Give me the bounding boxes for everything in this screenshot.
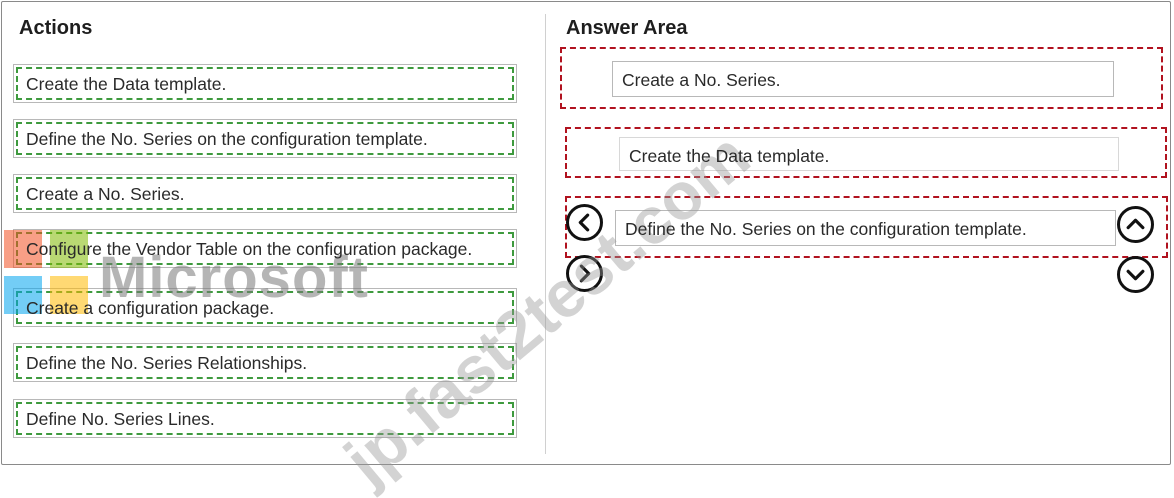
chevron-left-icon — [578, 213, 590, 232]
action-item-label: Define the No. Series on the configurati… — [26, 129, 428, 149]
answer-item-label: Create the Data template. — [629, 146, 830, 166]
answer-item[interactable]: Define the No. Series on the configurati… — [615, 210, 1116, 246]
answer-slot[interactable]: Create the Data template. — [565, 127, 1167, 178]
action-item-label: Create the Data template. — [26, 74, 227, 94]
answer-slot[interactable]: Define the No. Series on the configurati… — [565, 196, 1168, 258]
action-item-label: Define No. Series Lines. — [26, 409, 215, 429]
answer-item[interactable]: Create a No. Series. — [612, 61, 1114, 97]
chevron-down-icon — [1126, 269, 1145, 281]
move-left-button[interactable] — [566, 204, 603, 241]
action-item[interactable]: Create a configuration package. — [13, 288, 517, 327]
action-item[interactable]: Create the Data template. — [13, 64, 517, 103]
answer-item-label: Define the No. Series on the configurati… — [625, 219, 1027, 239]
action-item-label: Create a configuration package. — [26, 298, 275, 318]
move-up-button[interactable] — [1117, 206, 1154, 243]
action-item-label: Define the No. Series Relationships. — [26, 353, 308, 373]
move-right-button[interactable] — [566, 255, 603, 292]
action-item-label: Configure the Vendor Table on the config… — [26, 239, 473, 259]
chevron-up-icon — [1126, 218, 1145, 230]
answer-item[interactable]: Create the Data template. — [619, 137, 1119, 171]
action-item[interactable]: Define No. Series Lines. — [13, 399, 517, 438]
actions-heading: Actions — [19, 17, 93, 39]
answer-item-label: Create a No. Series. — [622, 70, 781, 90]
move-down-button[interactable] — [1117, 256, 1154, 293]
action-item[interactable]: Define the No. Series on the configurati… — [13, 119, 517, 158]
chevron-right-icon — [579, 264, 591, 283]
action-item[interactable]: Configure the Vendor Table on the config… — [13, 229, 517, 268]
action-item-label: Create a No. Series. — [26, 184, 185, 204]
action-item[interactable]: Create a No. Series. — [13, 174, 517, 213]
action-item[interactable]: Define the No. Series Relationships. — [13, 343, 517, 382]
answer-area-heading: Answer Area — [566, 17, 688, 39]
answer-slot[interactable]: Create a No. Series. — [560, 47, 1163, 109]
question-frame — [1, 1, 1171, 465]
column-divider — [545, 14, 546, 454]
